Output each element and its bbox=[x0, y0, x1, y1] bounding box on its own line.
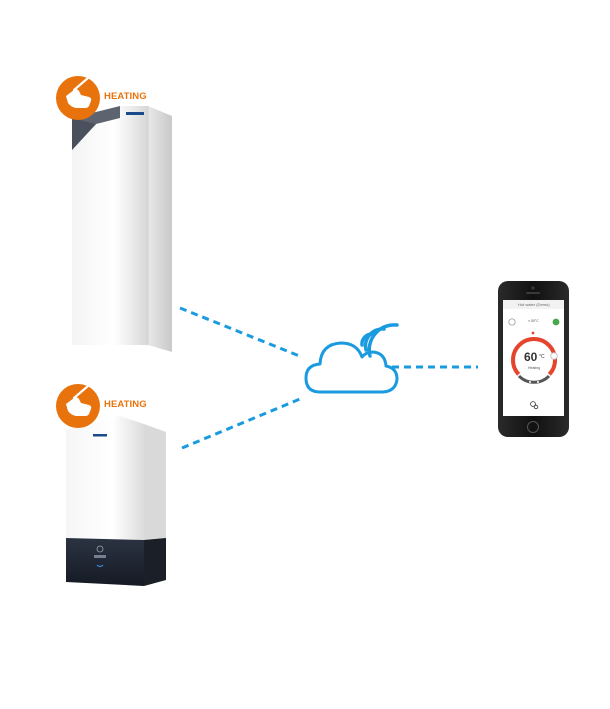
bottom-icon bbox=[530, 401, 536, 407]
link-tall-unit-to-cloud bbox=[179, 306, 303, 359]
badge-label: HEATING bbox=[104, 91, 147, 102]
connection-links bbox=[179, 306, 478, 450]
wall-mounted-unit bbox=[66, 416, 166, 586]
temperature-unit: °C bbox=[539, 354, 545, 360]
link-wall-unit-to-cloud bbox=[181, 397, 301, 450]
heating-badge-icon bbox=[56, 76, 100, 120]
floor-standing-unit bbox=[72, 106, 172, 352]
dial-handle bbox=[550, 352, 558, 360]
temperature-value: 60 bbox=[524, 350, 538, 364]
heating-badge-icon bbox=[56, 384, 100, 428]
smartphone bbox=[498, 281, 569, 437]
badge-label: HEATING bbox=[104, 399, 147, 410]
phone-status-row: ≡ 50°C bbox=[528, 319, 539, 323]
phone-screen-title: Hot water (Demo) bbox=[518, 302, 550, 307]
cloud-icon bbox=[304, 341, 399, 394]
mode-label: Heating bbox=[528, 366, 541, 370]
wifi-icon bbox=[360, 323, 399, 358]
